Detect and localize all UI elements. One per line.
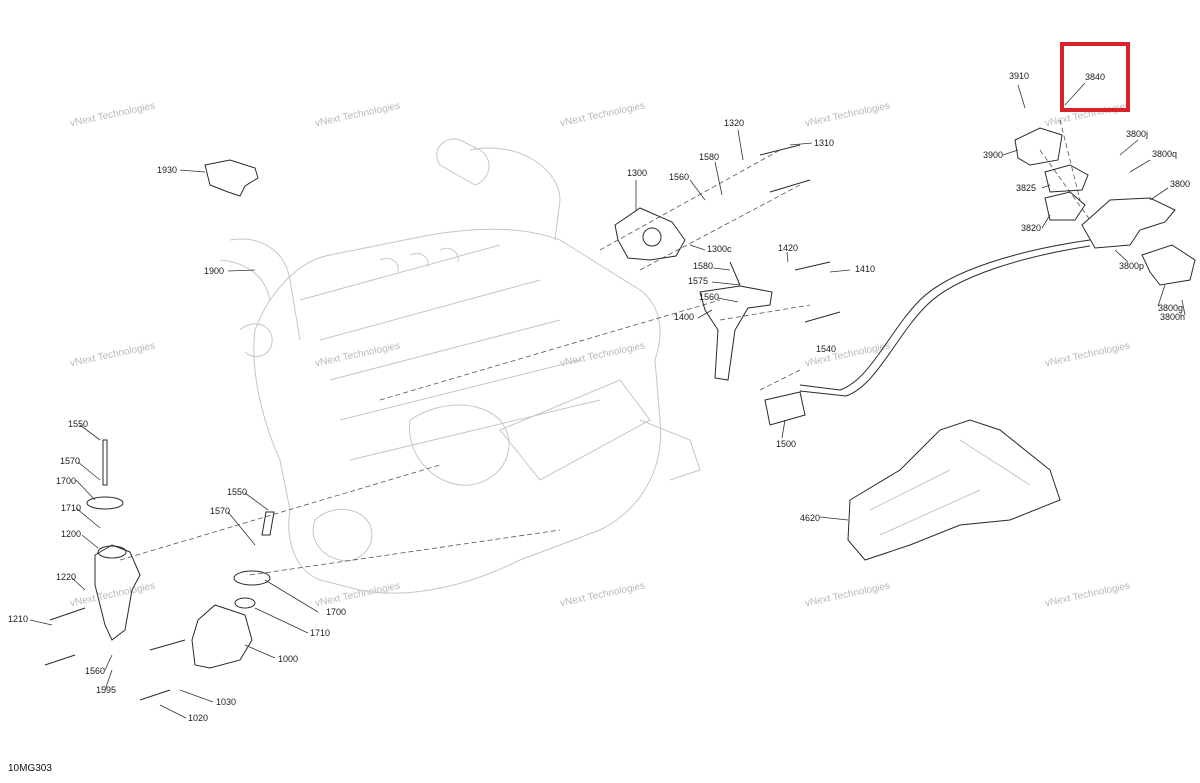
- panel-4620: [847, 419, 1061, 561]
- callout-1560-top: 1560: [669, 172, 689, 182]
- callout-1310: 1310: [814, 138, 834, 148]
- callout-1400: 1400: [674, 312, 694, 322]
- callout-1550-left: 1550: [68, 419, 88, 429]
- shift-cable-inner: [799, 245, 1091, 397]
- callout-1570-right: 1570: [210, 506, 230, 516]
- watermark-10: vNext Technologies: [69, 580, 156, 609]
- washer-1700-left: [86, 496, 124, 510]
- mount-1000: [191, 604, 253, 669]
- bracket-1400: [699, 285, 773, 381]
- callout-1595: 1595: [96, 685, 116, 695]
- callout-1575: 1575: [688, 276, 708, 286]
- callout-1300c: 1300c: [707, 244, 732, 254]
- callout-3800h: 3800h: [1160, 312, 1185, 322]
- callout-3820: 3820: [1021, 223, 1041, 233]
- callout-1700-left: 1700: [56, 476, 76, 486]
- callout-3800g: 3800g: [1158, 303, 1183, 313]
- callout-1500: 1500: [776, 439, 796, 449]
- sensor-3825: [1044, 164, 1089, 193]
- alignment-lines: [119, 119, 1091, 576]
- mount-1200: [94, 544, 141, 641]
- watermark-0: vNext Technologies: [69, 100, 156, 129]
- watermark-4: vNext Technologies: [1044, 100, 1131, 129]
- callout-1320: 1320: [724, 118, 744, 128]
- callout-1000: 1000: [278, 654, 298, 664]
- callout-1210: 1210: [8, 614, 28, 624]
- washer-1710-right: [234, 597, 256, 609]
- callout-3800j: 3800j: [1126, 129, 1148, 139]
- watermark-layer: vNext Technologies vNext Technologies vNex…: [69, 100, 1131, 609]
- leader-lines: [29, 82, 1186, 719]
- callout-3900: 3900: [983, 150, 1003, 160]
- watermark-1: vNext Technologies: [314, 100, 401, 129]
- cover-3900: [1014, 127, 1063, 166]
- housing-3820: [1044, 191, 1086, 221]
- callout-1220: 1220: [56, 572, 76, 582]
- watermark-12: vNext Technologies: [559, 580, 646, 609]
- mount-1300: [614, 207, 686, 261]
- bolt-1550-left: [102, 439, 108, 486]
- callout-1200: 1200: [61, 529, 81, 539]
- cover-3800g: [1141, 244, 1196, 286]
- bolts-upper: [729, 144, 841, 323]
- bolts-bottom: [44, 607, 186, 701]
- watermark-2: vNext Technologies: [559, 100, 646, 129]
- callout-1550-right: 1550: [227, 487, 247, 497]
- watermark-5: vNext Technologies: [69, 340, 156, 369]
- callout-1030: 1030: [216, 697, 236, 707]
- watermark-3: vNext Technologies: [804, 100, 891, 129]
- callout-1580-mid: 1580: [693, 261, 713, 271]
- callout-1570-left: 1570: [60, 456, 80, 466]
- diagram-code: 10MG303: [8, 763, 52, 774]
- mount-1500: [764, 391, 806, 426]
- mount-1300-hole: [642, 227, 662, 247]
- callout-3800q: 3800q: [1152, 149, 1177, 159]
- callout-1020: 1020: [188, 713, 208, 723]
- engine-ghost: [219, 138, 701, 594]
- bolt-1550-right: [261, 511, 275, 536]
- callout-1710-left: 1710: [61, 503, 81, 513]
- washer-1710-left: [97, 545, 127, 559]
- selector-3800: [1081, 197, 1176, 249]
- washer-1700-right: [233, 570, 271, 586]
- watermark-13: vNext Technologies: [804, 580, 891, 609]
- watermark-7: vNext Technologies: [559, 340, 646, 369]
- callouts: 1930 1900 1320 1310 1580 1560 1300 1300c…: [8, 71, 1190, 723]
- callout-3840: 3840: [1085, 72, 1105, 82]
- callout-3910: 3910: [1009, 71, 1029, 81]
- bracket-1930: [204, 159, 259, 197]
- callout-1580-top: 1580: [699, 152, 719, 162]
- callout-1700-right: 1700: [326, 607, 346, 617]
- callout-1300: 1300: [627, 168, 647, 178]
- callout-1420: 1420: [778, 243, 798, 253]
- callout-1560-low: 1560: [85, 666, 105, 676]
- watermark-11: vNext Technologies: [314, 580, 401, 609]
- callout-3825: 3825: [1016, 183, 1036, 193]
- callout-1900: 1900: [204, 266, 224, 276]
- callout-1710-right: 1710: [310, 628, 330, 638]
- callout-3800p: 3800p: [1119, 261, 1144, 271]
- watermark-9: vNext Technologies: [1044, 340, 1131, 369]
- highlight-box-3840: [1060, 42, 1130, 112]
- watermark-14: vNext Technologies: [1044, 580, 1131, 609]
- callout-1410: 1410: [855, 264, 875, 274]
- callout-4620: 4620: [800, 513, 820, 523]
- callout-1540: 1540: [816, 344, 836, 354]
- shift-cable: [799, 239, 1091, 391]
- callout-3800: 3800: [1170, 179, 1190, 189]
- callout-1930: 1930: [157, 165, 177, 175]
- callout-1560-mid: 1560: [699, 292, 719, 302]
